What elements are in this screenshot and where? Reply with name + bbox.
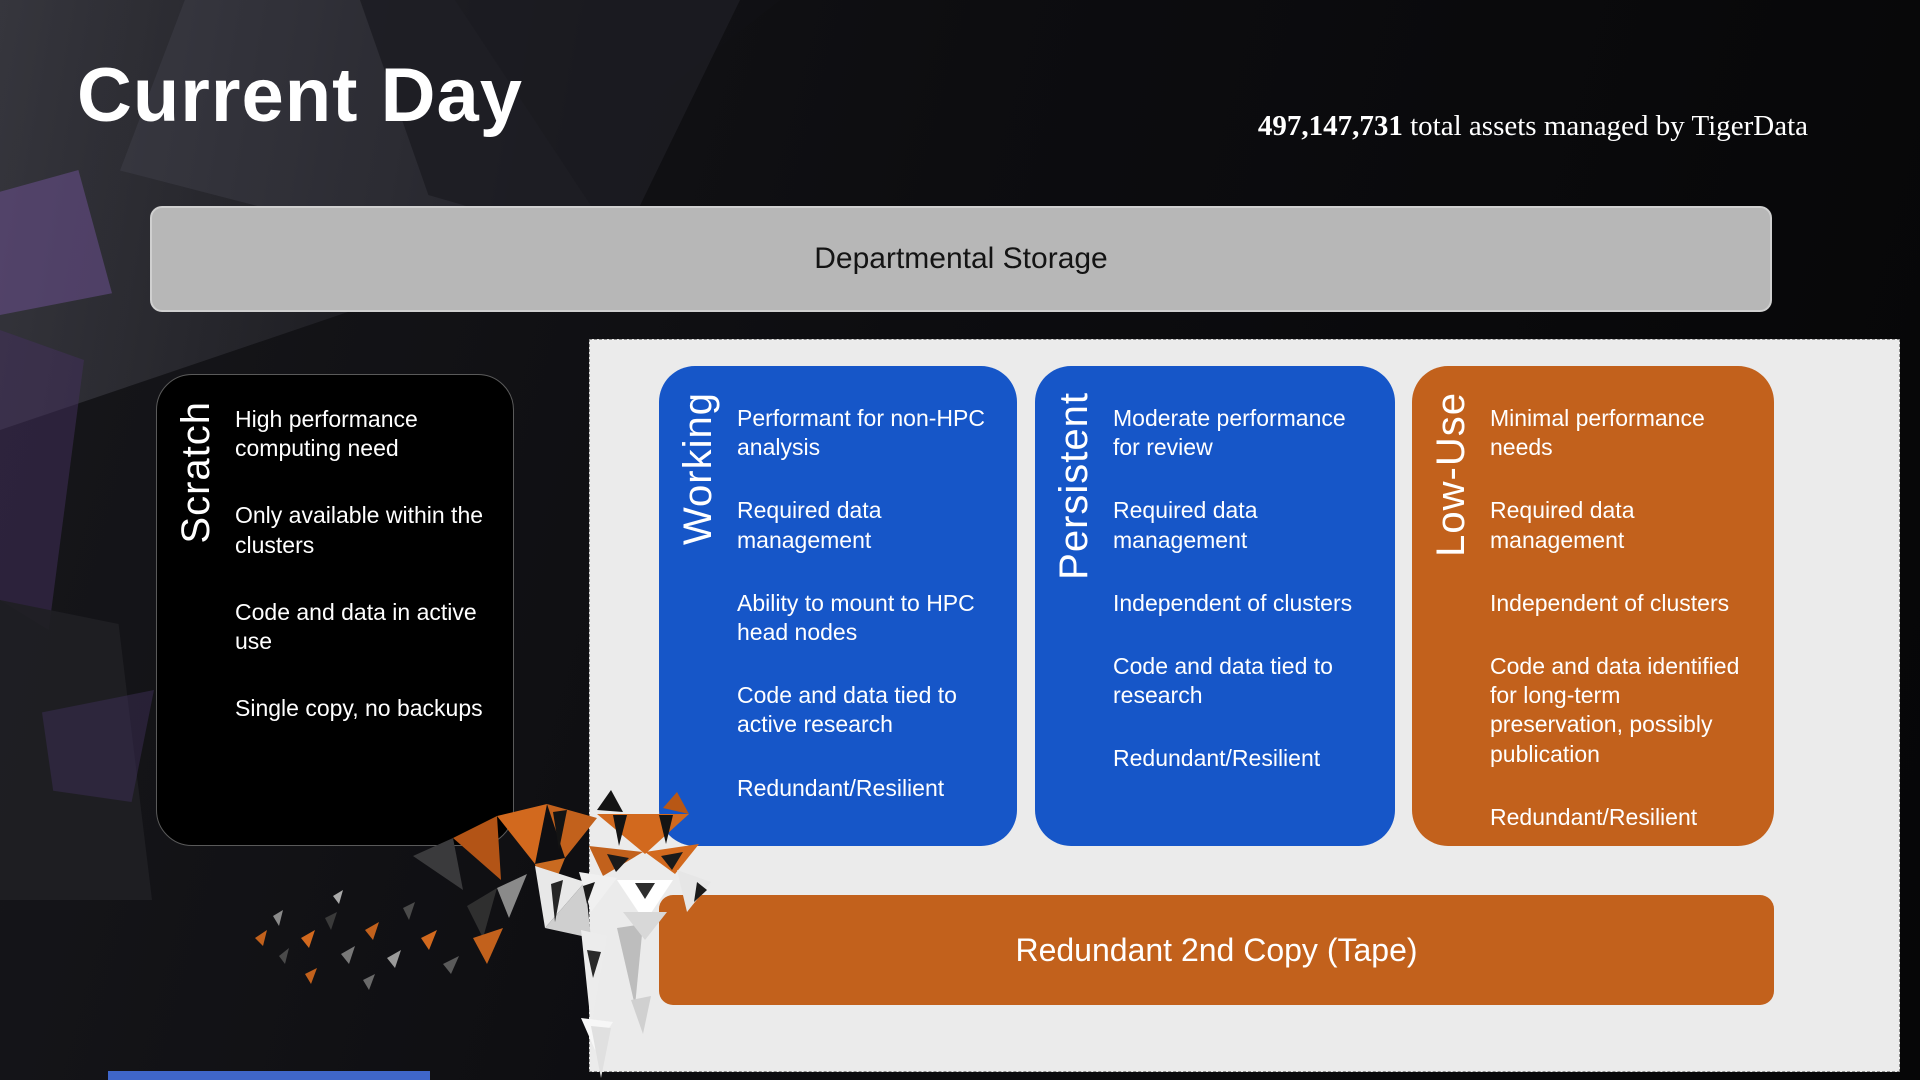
departmental-storage-banner: Departmental Storage <box>150 206 1772 312</box>
assets-stat: 497,147,731 total assets managed by Tige… <box>1258 110 1808 143</box>
background-art <box>0 330 84 630</box>
tier-label-column: Scratch <box>157 375 235 845</box>
tier-item: Code and data in active use <box>235 598 477 655</box>
tier-persistent-items: Moderate performance for review Required… <box>1113 366 1395 846</box>
background-art <box>0 170 112 315</box>
tier-label-column: Working <box>659 366 737 846</box>
tier-working-items: Performant for non-HPC analysis Required… <box>737 366 1017 846</box>
background-art <box>42 690 154 802</box>
tier-scratch-label: Scratch <box>173 401 218 544</box>
tier-item: Required data management <box>1490 497 1635 553</box>
tier-item: Code and data identified for long-term p… <box>1490 653 1740 767</box>
tier-working: Working Performant for non-HPC analysis … <box>659 366 1017 846</box>
redundant-copy-label: Redundant 2nd Copy (Tape) <box>1015 931 1418 968</box>
tier-label-column: Persistent <box>1035 366 1113 846</box>
page-title: Current Day <box>77 53 523 138</box>
tiger-graphic <box>255 790 711 1078</box>
assets-caption: total assets managed by TigerData <box>1402 110 1808 142</box>
departmental-storage-label: Departmental Storage <box>814 242 1108 275</box>
tier-item: Redundant/Resilient <box>1113 745 1321 772</box>
tier-item: Moderate performance for review <box>1113 405 1346 461</box>
tier-item: Required data management <box>737 497 882 553</box>
tier-item: Code and data tied to active research <box>737 682 957 738</box>
tier-item: Required data management <box>1113 497 1258 553</box>
tier-item: Independent of clusters <box>1490 589 1730 616</box>
tier-item: High performance computing need <box>235 406 418 462</box>
tier-label-column: Low-Use <box>1412 366 1490 846</box>
tier-scratch: Scratch High performance computing need … <box>156 374 514 846</box>
tier-item: Redundant/Resilient <box>737 774 945 801</box>
tier-item: Independent of clusters <box>1113 589 1353 616</box>
redundant-copy-banner: Redundant 2nd Copy (Tape) <box>659 895 1774 1005</box>
tier-item: Performant for non-HPC analysis <box>737 405 985 461</box>
tier-persistent: Persistent Moderate performance for revi… <box>1035 366 1395 846</box>
tier-item: Only available within the clusters <box>235 502 484 558</box>
tier-item: Ability to mount to HPC head nodes <box>737 589 975 646</box>
tier-low-use-label: Low-Use <box>1428 392 1473 557</box>
tier-item: Minimal performance needs <box>1490 405 1705 461</box>
background-art <box>0 600 152 900</box>
tier-low-use-items: Minimal performance needs Required data … <box>1490 366 1774 846</box>
tier-item: Code and data tied to research <box>1113 653 1333 709</box>
tier-persistent-label: Persistent <box>1051 392 1096 580</box>
assets-count: 497,147,731 <box>1257 110 1403 142</box>
tier-item: Single copy, no backups <box>235 695 483 722</box>
tier-scratch-items: High performance computing need Only ava… <box>235 375 513 845</box>
tier-working-label: Working <box>675 392 720 545</box>
tier-item: Redundant/Resilient <box>1490 803 1698 830</box>
tier-low-use: Low-Use Minimal performance needs Requir… <box>1412 366 1774 846</box>
